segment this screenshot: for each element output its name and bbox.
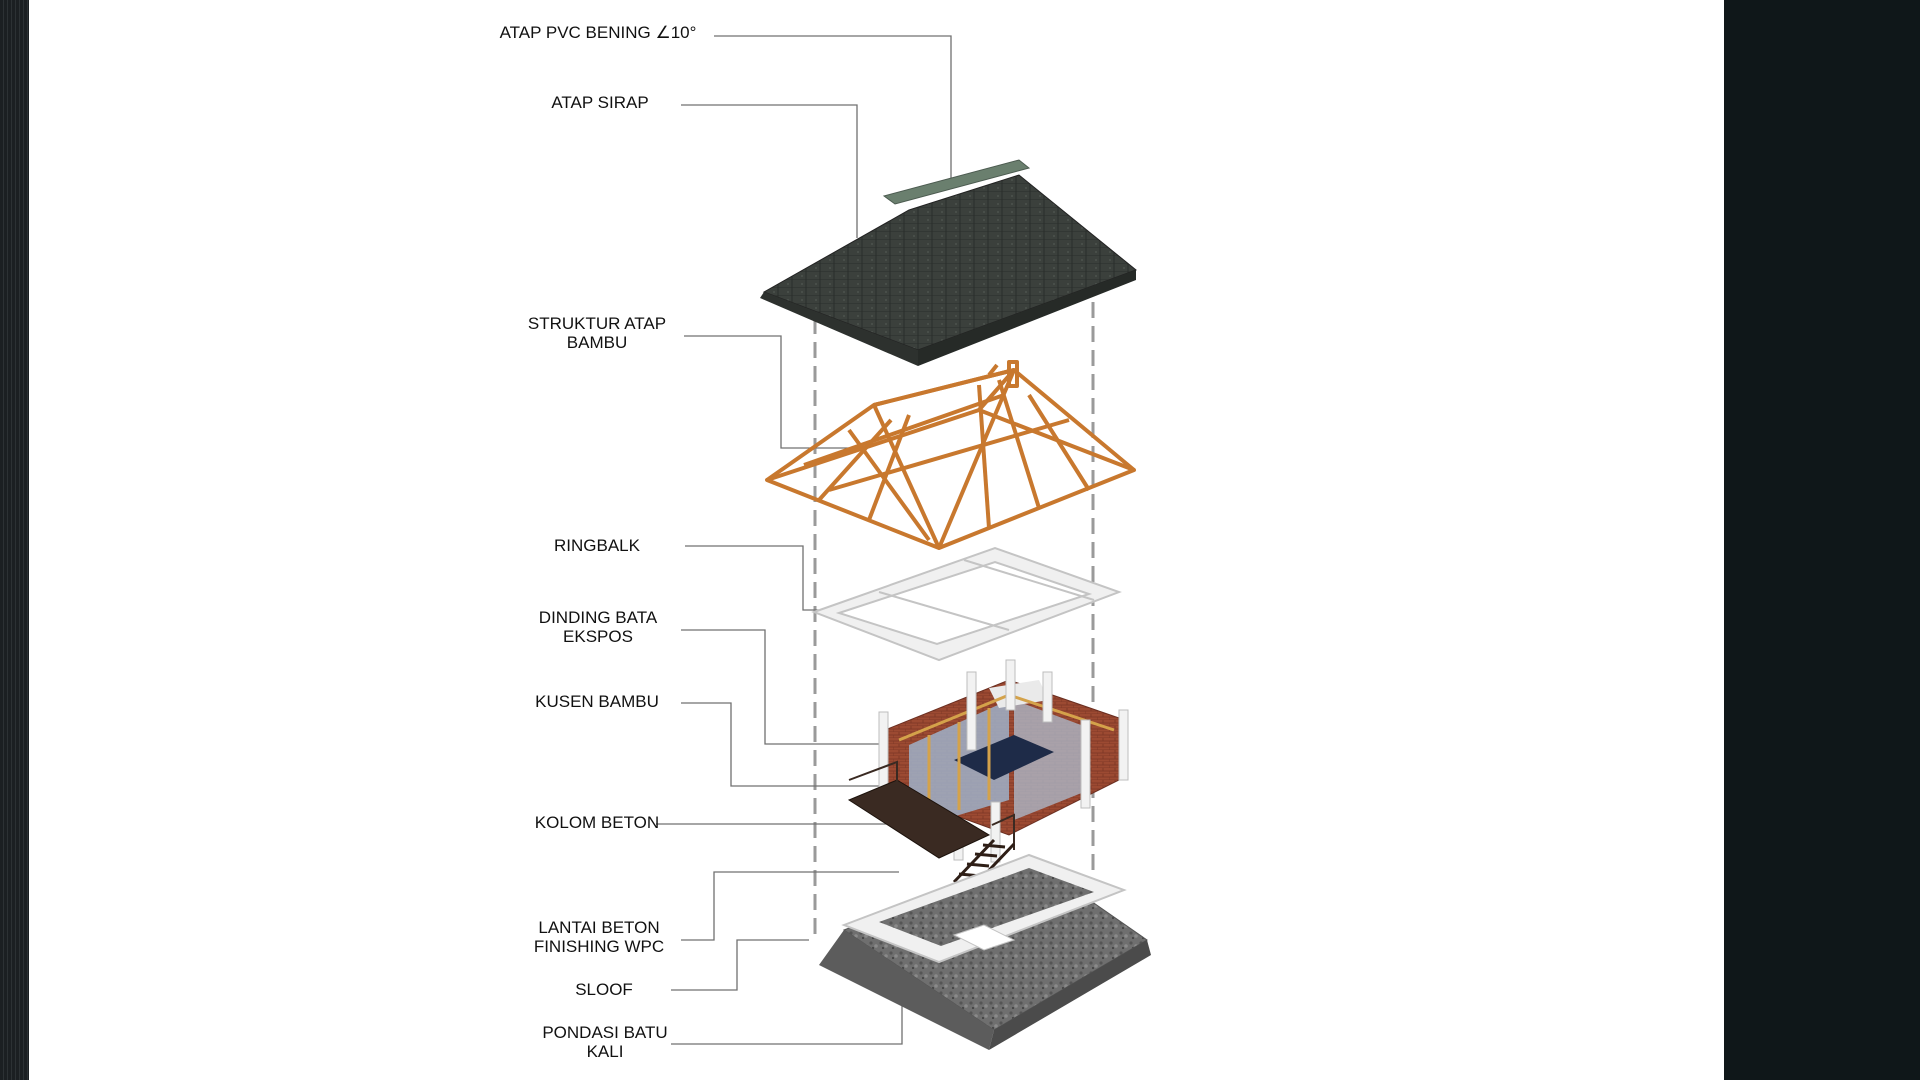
bamboo-frames (898, 693, 1115, 820)
ringbalk (811, 546, 1122, 662)
label-atap-sirap: ATAP SIRAP (551, 93, 649, 112)
left-frame-bar (0, 0, 29, 1080)
right-frame-bar (1724, 0, 1920, 1080)
drawing-sheet: ATAP PVC BENING ∠10° ATAP SIRAP STRUKTUR… (29, 0, 1724, 1080)
label-dinding-bata: DINDING BATA EKSPOS (538, 608, 658, 646)
label-atap-pvc: ATAP PVC BENING ∠10° (499, 23, 697, 42)
leader-lines (656, 35, 952, 1045)
alignment-dashes (813, 278, 1095, 940)
exploded-axonometric-drawing (656, 35, 1151, 1050)
label-struktur-atap: STRUKTUR ATAP BAMBU (527, 314, 667, 352)
sloof-and-foundation (819, 853, 1151, 1050)
label-kusen-bambu: KUSEN BAMBU (535, 692, 659, 711)
pvc-skylight (882, 159, 1031, 205)
label-kolom-beton: KOLOM BETON (534, 813, 660, 832)
label-ringbalk: RINGBALK (554, 536, 640, 555)
bamboo-roof-structure (765, 360, 1136, 550)
label-lantai-beton: LANTAI BETON FINISHING WPC (533, 918, 665, 956)
wpc-deck (847, 760, 1016, 888)
label-pondasi: PONDASI BATU KALI (542, 1023, 668, 1061)
label-sloof: SLOOF (575, 980, 633, 999)
shingle-roof (760, 174, 1137, 366)
